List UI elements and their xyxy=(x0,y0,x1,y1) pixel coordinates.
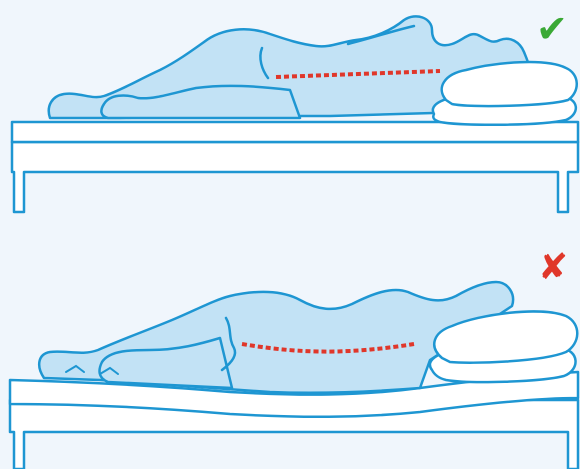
panel-incorrect xyxy=(10,282,578,469)
bed-frame-top xyxy=(12,122,578,212)
panel-correct xyxy=(12,16,578,212)
bed-base-top xyxy=(12,142,578,212)
checkmark-icon: ✔ xyxy=(536,10,568,48)
cross-icon: ✘ xyxy=(538,250,568,286)
